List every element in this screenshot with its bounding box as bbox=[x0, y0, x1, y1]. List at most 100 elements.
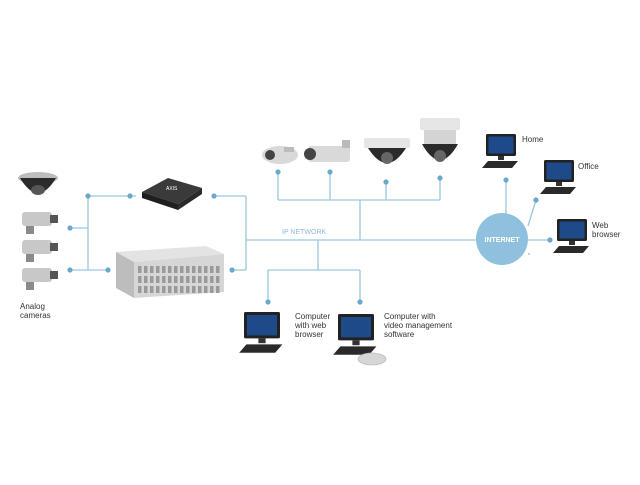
keyboard bbox=[482, 161, 518, 168]
internet-label: INTERNET bbox=[485, 237, 521, 244]
rack-slot bbox=[138, 266, 142, 273]
rack-slot bbox=[198, 276, 202, 283]
connection-dot bbox=[503, 177, 509, 183]
keyboard bbox=[239, 344, 283, 353]
rack-slot bbox=[210, 266, 214, 273]
connection-line bbox=[527, 199, 537, 227]
connection-dots bbox=[67, 169, 553, 305]
rack-slot bbox=[192, 286, 196, 293]
network-bullet-camera-icon bbox=[262, 146, 298, 164]
connection-dot bbox=[547, 237, 553, 243]
rack-slot bbox=[156, 266, 160, 273]
rack-slot bbox=[186, 286, 190, 293]
computer-web-browser-icon bbox=[239, 312, 283, 353]
rack-slot bbox=[216, 286, 220, 293]
monitor-stand bbox=[556, 182, 562, 186]
connection-dot bbox=[229, 267, 235, 273]
mouse-icon bbox=[357, 352, 387, 366]
network-box-camera-icon bbox=[304, 140, 350, 162]
computer-vms-label: Computer with video management software bbox=[384, 312, 453, 339]
connection-dot bbox=[265, 299, 271, 305]
rack-slot bbox=[174, 276, 178, 283]
web-browser-label: Web browser bbox=[592, 221, 621, 239]
rack-slot bbox=[216, 276, 220, 283]
rack-slot bbox=[144, 266, 148, 273]
connection-dot bbox=[357, 299, 363, 305]
web-browser-computer-icon bbox=[553, 219, 589, 253]
analog-box-camera-icon bbox=[22, 240, 58, 262]
keyboard bbox=[333, 346, 377, 355]
rack-encoder-icon bbox=[116, 246, 224, 298]
network-ptz-camera-icon bbox=[420, 118, 460, 162]
internet-node: INTERNET bbox=[476, 213, 528, 265]
rack-slot bbox=[180, 266, 184, 273]
connection-dot bbox=[105, 267, 111, 273]
monitor-stand bbox=[569, 241, 575, 245]
rack-slot bbox=[150, 286, 154, 293]
office-label: Office bbox=[578, 162, 599, 171]
rack-slot bbox=[204, 276, 208, 283]
keyboard bbox=[540, 187, 576, 194]
analog-dome-camera-icon bbox=[18, 172, 58, 195]
rack-slot bbox=[192, 276, 196, 283]
rack-slot bbox=[186, 266, 190, 273]
monitor-stand bbox=[352, 340, 360, 346]
rack-slot bbox=[156, 286, 160, 293]
rack-slot bbox=[138, 286, 142, 293]
office-computer-icon bbox=[540, 160, 576, 194]
monitor-stand bbox=[258, 338, 266, 344]
monitor-stand bbox=[498, 156, 504, 160]
home-computer-icon bbox=[482, 134, 518, 168]
rack-slot bbox=[162, 266, 166, 273]
keyboard bbox=[553, 246, 589, 253]
rack-slot bbox=[150, 276, 154, 283]
rack-slot bbox=[174, 286, 178, 293]
encoder-badge: AXIS bbox=[166, 186, 178, 192]
rack-slot bbox=[204, 286, 208, 293]
analog-cameras-label: Analog cameras bbox=[20, 302, 51, 320]
rack-slot bbox=[162, 276, 166, 283]
connection-dot bbox=[437, 175, 443, 181]
monitor-screen bbox=[559, 221, 585, 239]
rack-slot bbox=[162, 286, 166, 293]
connection-dot bbox=[327, 169, 333, 175]
rack-slot bbox=[180, 276, 184, 283]
rack-slot bbox=[198, 266, 202, 273]
rack-slot bbox=[192, 266, 196, 273]
monitor-screen bbox=[247, 315, 277, 336]
connection-dot bbox=[127, 193, 133, 199]
rack-slot bbox=[210, 276, 214, 283]
rack-slot bbox=[144, 286, 148, 293]
ip-network-label: IP NETWORK bbox=[282, 229, 327, 236]
home-label: Home bbox=[522, 135, 544, 144]
rack-slot bbox=[138, 276, 142, 283]
rack-slot bbox=[210, 286, 214, 293]
computer-web-browser-label: Computer with web browser bbox=[295, 312, 331, 339]
rack-slot bbox=[216, 266, 220, 273]
rack-slot bbox=[144, 276, 148, 283]
rack-slot bbox=[168, 266, 172, 273]
monitor-screen bbox=[546, 162, 572, 180]
connection-dot bbox=[275, 169, 281, 175]
connection-dot bbox=[533, 197, 539, 203]
video-encoder-icon: AXIS bbox=[142, 178, 202, 210]
monitor-screen bbox=[341, 317, 371, 338]
monitor-screen bbox=[488, 136, 514, 154]
analog-box-camera-icon bbox=[22, 212, 58, 234]
rack-slots bbox=[138, 266, 220, 293]
network-dome-camera-icon bbox=[364, 138, 410, 164]
connection-dot bbox=[383, 179, 389, 185]
rack-slot bbox=[156, 276, 160, 283]
connection-dot bbox=[67, 225, 73, 231]
rack-slot bbox=[198, 286, 202, 293]
rack-slot bbox=[186, 276, 190, 283]
connection-dot bbox=[67, 267, 73, 273]
rack-slot bbox=[174, 266, 178, 273]
connection-dot bbox=[85, 193, 91, 199]
computer-vms-icon bbox=[333, 314, 377, 355]
rack-slot bbox=[204, 266, 208, 273]
rack-slot bbox=[168, 276, 172, 283]
rack-slot bbox=[150, 266, 154, 273]
rack-slot bbox=[168, 286, 172, 293]
